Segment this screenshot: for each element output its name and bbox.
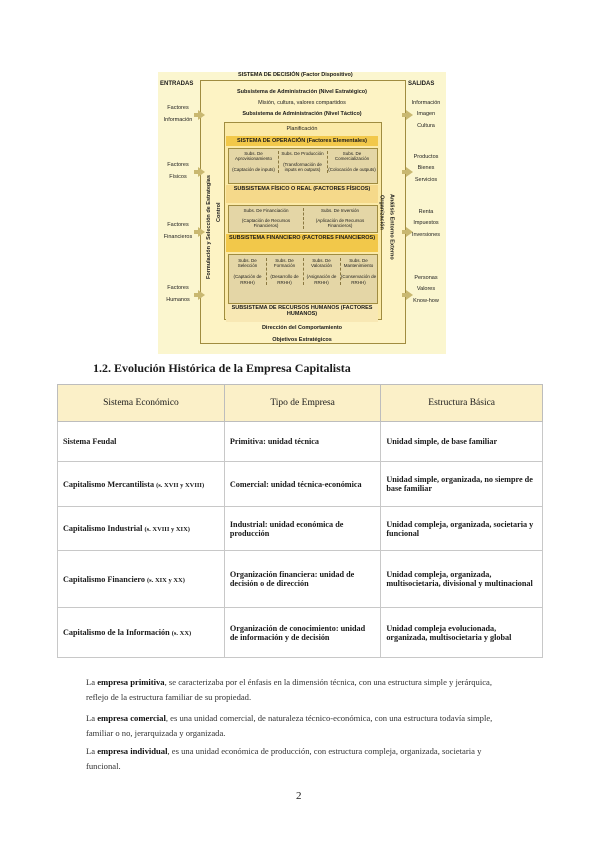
output-arrow — [402, 110, 413, 120]
table-cell: Primitiva: unidad técnica — [223, 421, 382, 462]
evolution-table: Sistema Económico Tipo de Empresa Estruc… — [57, 384, 543, 658]
table-cell: Unidad compleja, organizada, multisociet… — [380, 550, 543, 608]
left-vertical-label: Formulación y Selección de Estrategias — [206, 175, 212, 279]
operacion-cells: Subs. De Aprovisionamiento (Captación de… — [228, 148, 378, 184]
empresa-system-diagram: SISTEMA DE DECISIÓN (Factor Dispositivo)… — [158, 72, 446, 354]
table-cell: Unidad compleja, organizada, societaria … — [380, 506, 543, 551]
output-arrow — [402, 167, 413, 177]
fisico-cell: Subs. De Inversión (Aplicación de Recurs… — [315, 208, 365, 229]
operacion-cell: Subs. De Comercialización (Colocación de… — [328, 151, 376, 173]
table-row: Sistema Feudal Primitiva: unidad técnica… — [57, 421, 543, 462]
table-cell: Comercial: unidad técnica-económica — [223, 461, 382, 507]
input-arrow — [194, 290, 205, 300]
left-vertical-control: Control — [216, 202, 222, 222]
humanos-cell: Subs. De Formación (Desarrollo de RRHH) — [266, 258, 304, 285]
input-arrow — [194, 110, 205, 120]
table-header-row: Sistema Económico Tipo de Empresa Estruc… — [57, 384, 543, 422]
humanos-cell: Subs. De Mantenimiento (Conservación de … — [340, 258, 377, 285]
table-cell: Industrial: unidad económica de producci… — [223, 506, 382, 551]
input-arrow — [194, 167, 205, 177]
section-number: 1.2. — [93, 361, 111, 375]
table-cell: Capitalismo de la Información (s. XX) — [57, 607, 225, 658]
table-header: Tipo de Empresa — [223, 384, 382, 422]
humanos-cell: Subs. De Valoración (Asignación de RRHH) — [303, 258, 341, 285]
table-cell: Sistema Feudal — [57, 421, 225, 462]
table-cell: Capitalismo Mercantilista (s. XVII y XVI… — [57, 461, 225, 507]
subsistema-admin-tactico: Subsistema de Administración (Nivel Táct… — [242, 111, 362, 117]
table-cell: Unidad simple, organizada, no siempre de… — [380, 461, 543, 507]
output-arrow — [402, 290, 413, 300]
operacion-cell: Subs. De Producción (Transformación de i… — [278, 151, 328, 173]
right-vertical-label: Análisis Entorno Externo — [388, 194, 395, 260]
table-header: Estructura Básica — [380, 384, 543, 422]
subsistema-financiero-band: SUBSISTEMA FINANCIERO (FACTORES FINANCIE… — [226, 234, 378, 252]
fisico-cells: Subs. De Financiación (Captación de Recu… — [228, 205, 378, 233]
fisico-cell: Subs. De Financiación (Captación de Recu… — [229, 208, 304, 229]
paragraph-empresa-primitiva: La empresa primitiva, se caracterizaba p… — [86, 677, 492, 702]
mision-text: Misión, cultura, valores compartidos — [258, 100, 346, 106]
paragraph-empresa-individual: La empresa individual, es una unidad eco… — [86, 746, 482, 771]
table-cell: Capitalismo Industrial (s. XVIII y XIX) — [57, 506, 225, 551]
table-row: Capitalismo Mercantilista (s. XVII y XVI… — [57, 461, 543, 507]
table-cell: Unidad compleja evolucionada, organizada… — [380, 607, 543, 658]
table-cell: Organización financiera: unidad de decis… — [223, 550, 382, 608]
table-row: Capitalismo Financiero (s. XIX y XX) Org… — [57, 550, 543, 608]
humanos-cells: Subs. De Selección (Captación de RRHH) S… — [228, 254, 378, 304]
direccion-label: Dirección del Comportamiento — [261, 325, 343, 331]
right-vertical-organizacion: Organización — [378, 194, 385, 230]
humanos-cell: Subs. De Selección (Captación de RRHH) — [229, 258, 267, 285]
table-header: Sistema Económico — [57, 384, 225, 422]
table-cell: Organización de conocimiento: unidad de … — [223, 607, 382, 658]
output-arrow — [402, 227, 413, 237]
subsistema-fisico-band: SUBSISTEMA FÍSICO O REAL (FACTORES FÍSIC… — [226, 185, 378, 203]
planificacion-label: Planificación — [286, 126, 318, 132]
objetivos-label: Objetivos Estratégicos — [272, 337, 332, 343]
salidas-label: SALIDAS — [408, 81, 435, 87]
paragraph-empresa-comercial: La empresa comercial, es una unidad come… — [86, 713, 493, 738]
section-title: Evolución Histórica de la Empresa Capita… — [114, 361, 351, 375]
table-row: Capitalismo Industrial (s. XVIII y XIX) … — [57, 506, 543, 551]
subsistema-humano-band: SUBSISTEMA DE RECURSOS HUMANOS (FACTORES… — [226, 304, 378, 322]
table-cell: Capitalismo Financiero (s. XIX y XX) — [57, 550, 225, 608]
table-row: Capitalismo de la Información (s. XX) Or… — [57, 607, 543, 658]
section-heading: 1.2. Evolución Histórica de la Empresa C… — [93, 361, 351, 376]
subsistema-admin-estrategico: Subsistema de Administración (Nivel Estr… — [237, 89, 367, 95]
input-arrow — [194, 227, 205, 237]
operacion-cell: Subs. De Aprovisionamiento (Captación de… — [229, 151, 279, 173]
entradas-label: ENTRADAS — [160, 81, 194, 87]
diagram-top-caption: SISTEMA DE DECISIÓN (Factor Dispositivo) — [238, 72, 353, 78]
sistema-operacion-band: SISTEMA DE OPERACIÓN (Factores Elemental… — [226, 136, 378, 146]
page-number: 2 — [296, 790, 302, 802]
table-cell: Unidad simple, de base familiar — [380, 421, 543, 462]
